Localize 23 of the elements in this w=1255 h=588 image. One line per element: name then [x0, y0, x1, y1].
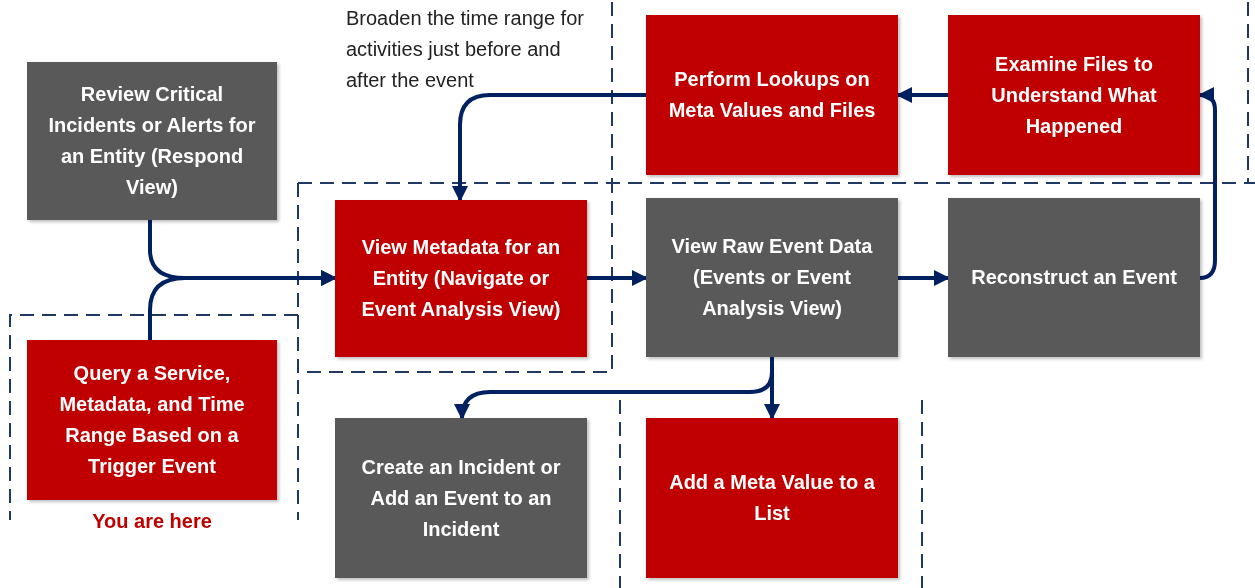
note-text: Broaden the time range for activities just before and after the event — [346, 6, 585, 93]
process-box — [335, 418, 587, 578]
process-box — [27, 62, 277, 220]
box-label: Query a Service, Metadata, and Time Range Based on a Trigger Event — [58, 361, 246, 479]
process-box — [646, 15, 898, 175]
arrow — [764, 357, 780, 420]
box-label: Add a Meta Value to a List — [668, 470, 876, 526]
process-box — [646, 198, 898, 357]
you-are-here-label: You are here — [91, 510, 213, 533]
process-box — [948, 15, 1200, 175]
box-label: Create an Incident or Add an Event to an Incident — [360, 454, 562, 542]
process-box — [646, 418, 898, 578]
arrow — [587, 270, 648, 286]
box-label: View Metadata for an Entity (Navigate or Event Analysis View) — [360, 235, 562, 322]
arrow — [898, 270, 950, 286]
box-label: Review Critical Incidents or Alerts for an Entity (Respond View) — [47, 82, 257, 200]
box-label: Perform Lookups on Meta Values and Files — [667, 67, 877, 123]
box-label: Examine Files to Understand What Happened — [990, 51, 1158, 139]
arrow — [452, 93, 646, 202]
box-label: Reconstruct an Event — [971, 265, 1177, 290]
process-box — [335, 200, 587, 357]
process-box — [948, 198, 1200, 357]
box-label: View Raw Event Data (Events or Event Analysis View) — [670, 234, 874, 321]
